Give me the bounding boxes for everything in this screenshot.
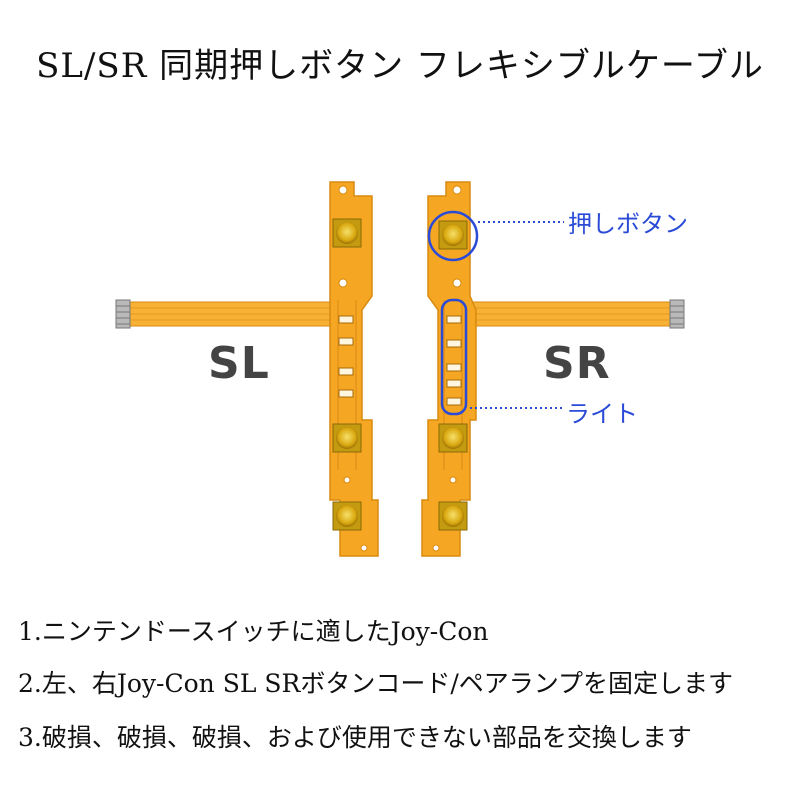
sl-push-button [332,501,362,531]
sr-led-pad [446,315,462,324]
sl-ribbon-cable [115,299,335,329]
sl-led-pad [338,315,354,324]
sr-push-button [438,220,468,250]
sl-push-button [332,218,362,248]
sl-led-pad [338,337,354,346]
sr-label: SR [543,338,611,389]
push-button-callout: 押しボタン [568,210,688,238]
sr-led-pad [446,379,462,388]
feature-item: 2.左、右Joy-Con SL SRボタンコード/ペアランプを固定します [18,669,734,698]
sl-push-button [332,423,362,453]
sr-led-pad [446,363,462,372]
feature-item: 1.ニンテンドースイッチに適したJoy-Con [18,617,489,646]
button-highlight-circle [427,210,479,262]
sl-led-pad [338,389,354,398]
sr-flex-board [421,181,477,557]
sl-connector [115,299,131,329]
light-highlight-box [440,298,468,416]
sl-flex-board [329,181,379,557]
feature-item: 3.破損、破損、破損、および使用できない部品を交換します [18,723,692,752]
sr-push-button [438,423,468,453]
light-callout: ライト [566,400,638,428]
sr-push-button [438,501,468,531]
callout-markers [427,210,564,416]
page-title: SL/SR 同期押しボタン フレキシブルケーブル [36,46,764,86]
sr-led-pad [446,397,462,406]
sl-label: SL [208,338,270,389]
sr-ribbon-cable [465,299,685,329]
sr-led-pad [446,339,462,348]
sr-connector [669,299,685,329]
sl-led-pad [338,367,354,376]
